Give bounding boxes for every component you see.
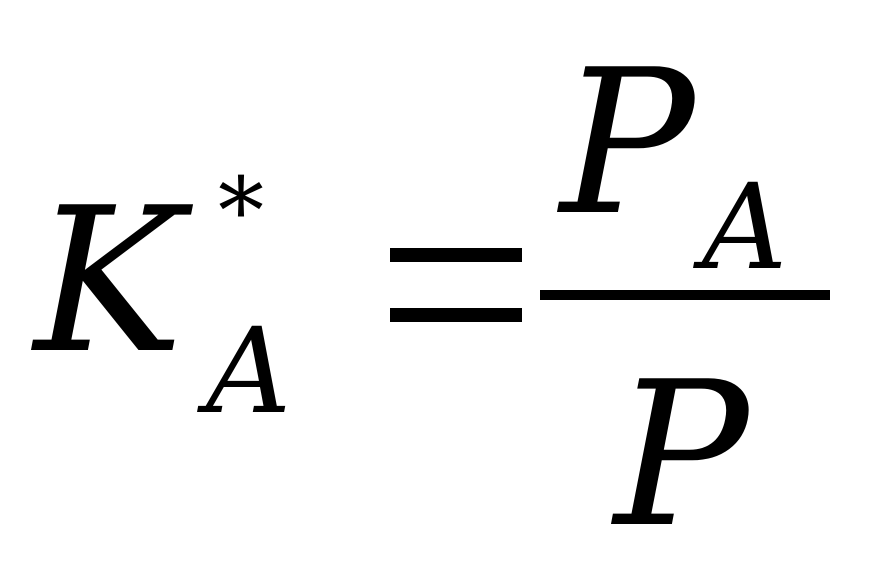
equals-bar-bottom bbox=[390, 308, 522, 322]
numerator-symbol-p: P bbox=[560, 27, 695, 260]
numerator-subscript-a: A bbox=[702, 158, 788, 296]
asterisk-superscript: * bbox=[218, 158, 264, 265]
symbol-k: K bbox=[34, 165, 184, 398]
equals-sign bbox=[390, 248, 522, 322]
fraction-bar bbox=[540, 290, 830, 300]
equals-bar-top bbox=[390, 248, 522, 262]
denominator-symbol-p: P bbox=[614, 339, 749, 572]
subscript-a-left: A bbox=[206, 302, 292, 440]
